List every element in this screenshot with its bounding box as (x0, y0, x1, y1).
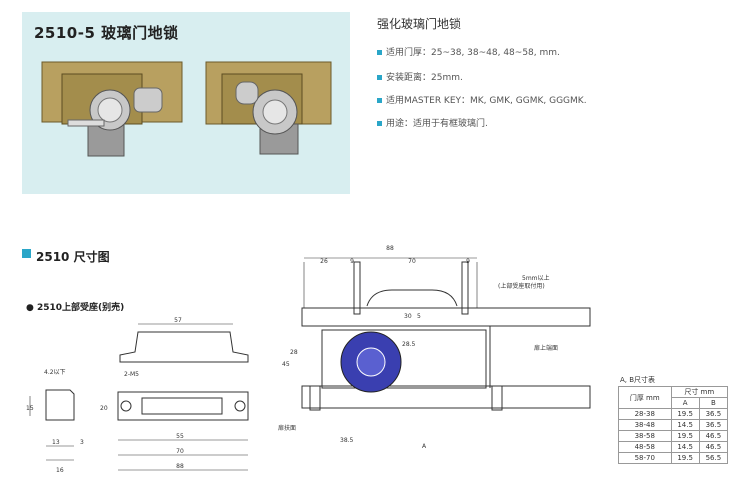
table-caption: A, B尺寸表 (620, 376, 656, 384)
svg-text:16: 16 (56, 467, 64, 474)
svg-text:70: 70 (176, 448, 184, 455)
svg-text:5mm以上: 5mm以上 (522, 274, 550, 282)
dimension-section-title: 2510 尺寸图 (36, 250, 110, 264)
svg-text:9: 9 (350, 258, 354, 265)
svg-text:30: 30 (404, 313, 412, 320)
bullet-icon (377, 121, 382, 126)
svg-text:20: 20 (100, 405, 108, 412)
bullet-icon (377, 50, 382, 55)
strike-plate-drawing: 57 4.2以下 2-M5 15 20 55 70 88 13 3 16 (26, 317, 249, 474)
svg-text:13: 13 (52, 439, 60, 446)
svg-text:15: 15 (26, 405, 34, 412)
svg-text:88: 88 (176, 463, 184, 470)
table-header-b: B (698, 397, 729, 409)
svg-text:70: 70 (408, 258, 416, 265)
svg-text:3: 3 (80, 439, 84, 446)
product-photo-panel (22, 12, 350, 194)
spec-item: 用途：适用于有框玻璃门. (377, 116, 488, 129)
spec-item: 安装距离：25mm. (377, 70, 463, 83)
svg-text:4.2以下: 4.2以下 (44, 369, 66, 376)
table-header-unit: 尺寸 mm (670, 386, 729, 398)
table-header-door: 门厚 mm (618, 386, 672, 409)
svg-text:5: 5 (417, 313, 421, 320)
section-marker (22, 249, 31, 258)
bullet-icon (377, 75, 382, 80)
spec-title: 强化玻璃门地锁 (377, 17, 462, 31)
spec-item: 适用MASTER KEY：MK, GMK, GGMK, GGGMK. (377, 93, 587, 106)
svg-text:28: 28 (290, 349, 298, 356)
svg-text:55: 55 (176, 433, 184, 440)
lock-photo-front (41, 61, 183, 157)
lock-photos (41, 61, 332, 157)
spec-item: 适用门厚：25~38, 38~48, 48~58, mm. (377, 45, 560, 58)
svg-text:(上部受座取付用): (上部受座取付用) (498, 282, 545, 290)
bullet-icon (377, 98, 382, 103)
svg-text:88: 88 (386, 245, 394, 252)
svg-text:26: 26 (320, 258, 328, 265)
svg-text:扉扶面: 扉扶面 (278, 424, 296, 432)
svg-text:38.5: 38.5 (340, 437, 354, 444)
svg-text:9: 9 (466, 258, 470, 265)
lock-installation-drawing: 88 26 9 70 9 30 5 28.5 45 28 38.5 A 5mm以… (278, 245, 591, 450)
svg-text:A: A (422, 443, 427, 450)
svg-text:57: 57 (174, 317, 182, 324)
strike-plate-subtitle: ● 2510上部受座(别売) (26, 303, 125, 313)
model-title: 2510-5 玻璃门地锁 (34, 24, 179, 42)
table-header-a: A (670, 397, 700, 409)
svg-text:扉上端面: 扉上端面 (534, 344, 558, 352)
svg-text:45: 45 (282, 361, 290, 368)
lock-photo-back (205, 61, 332, 155)
svg-text:28.5: 28.5 (402, 341, 416, 348)
svg-text:2-M5: 2-M5 (124, 371, 139, 378)
